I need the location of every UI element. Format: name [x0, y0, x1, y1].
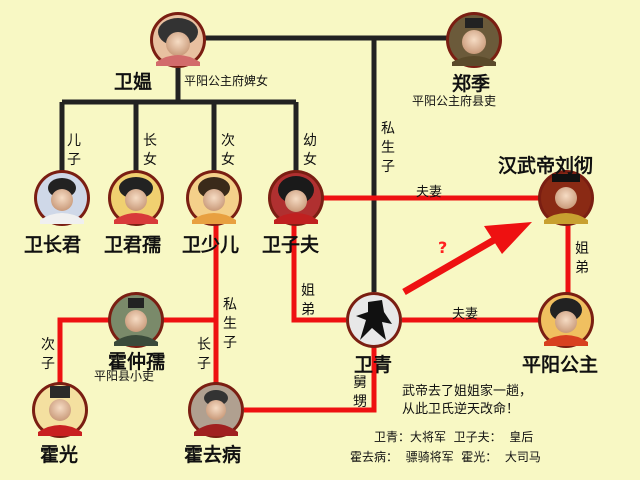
portrait-huo-zhongru — [108, 292, 164, 348]
rel-second-son: 次子 — [41, 337, 55, 372]
note-line-2: 从此卫氏逆天改命！ — [402, 402, 520, 417]
zifu-qing-sibling — [291, 222, 346, 323]
portrait-wei-zifu — [268, 170, 324, 226]
family-lines — [59, 35, 460, 292]
name-wei-junru: 卫君孺 — [104, 234, 162, 256]
portrait-wei-junru — [108, 170, 164, 226]
portrait-huo-guang — [32, 382, 88, 438]
rel-siblings-emperor-princess: 姐弟 — [575, 241, 589, 276]
name-wei-qing: 卫青 — [354, 354, 393, 376]
name-wei-yun: 卫媪 — [114, 71, 153, 93]
qing-qubing-uncle — [244, 346, 377, 413]
role-huo-zhongru: 平阳县小吏 — [94, 369, 155, 383]
name-zheng-ji: 郑季 — [452, 73, 491, 95]
question-mark: ? — [438, 238, 448, 257]
name-huo-qubing: 霍去病 — [184, 444, 242, 466]
portrait-wei-changjun — [34, 170, 90, 226]
arrow — [402, 222, 532, 296]
name-princess: 平阳公主 — [522, 354, 599, 376]
name-wei-shaoer: 卫少儿 — [182, 234, 240, 256]
name-huo-guang: 霍光 — [40, 444, 79, 466]
rel-second-daughter: 次女 — [221, 133, 235, 168]
note-line-1: 武帝去了姐姐家一趟， — [402, 384, 533, 399]
role-wei-yun: 平阳公主府婢女 — [184, 74, 269, 88]
portrait-huo-qubing — [188, 382, 244, 438]
rel-illegitimate-son-2: 私生子 — [223, 297, 237, 351]
rel-spouse-qing: 夫妻 — [452, 307, 479, 322]
rel-spouse-emperor: 夫妻 — [416, 185, 443, 200]
rel-youngest-daughter: 幼女 — [303, 133, 317, 168]
portrait-emperor — [538, 170, 594, 226]
titles-row-1: 卫青：大将军 卫子夫： 皇后 — [374, 430, 534, 444]
name-emperor: 汉武帝刘彻 — [498, 155, 594, 177]
name-huo-zhongru: 霍仲孺 — [108, 351, 166, 373]
titles-row-2: 霍去病： 骠骑将军 霍光： 大司马 — [350, 450, 541, 464]
name-wei-zifu: 卫子夫 — [262, 234, 320, 256]
rel-siblings-zifu-qing: 姐弟 — [301, 283, 315, 318]
portrait-wei-yun — [150, 12, 206, 68]
role-zheng-ji: 平阳公主府县吏 — [412, 94, 497, 108]
rel-uncle-nephew: 舅甥 — [353, 375, 367, 410]
portrait-zheng-ji — [446, 12, 502, 68]
rel-eldest-daughter: 长女 — [143, 133, 157, 168]
portrait-princess — [538, 292, 594, 348]
name-wei-changjun: 卫长君 — [24, 234, 82, 256]
rel-illegitimate-son: 私生子 — [381, 121, 395, 175]
rel-son: 儿子 — [67, 133, 81, 168]
portrait-wei-qing — [346, 292, 402, 348]
rel-eldest-son: 长子 — [197, 337, 211, 372]
portrait-wei-shaoer — [186, 170, 242, 226]
